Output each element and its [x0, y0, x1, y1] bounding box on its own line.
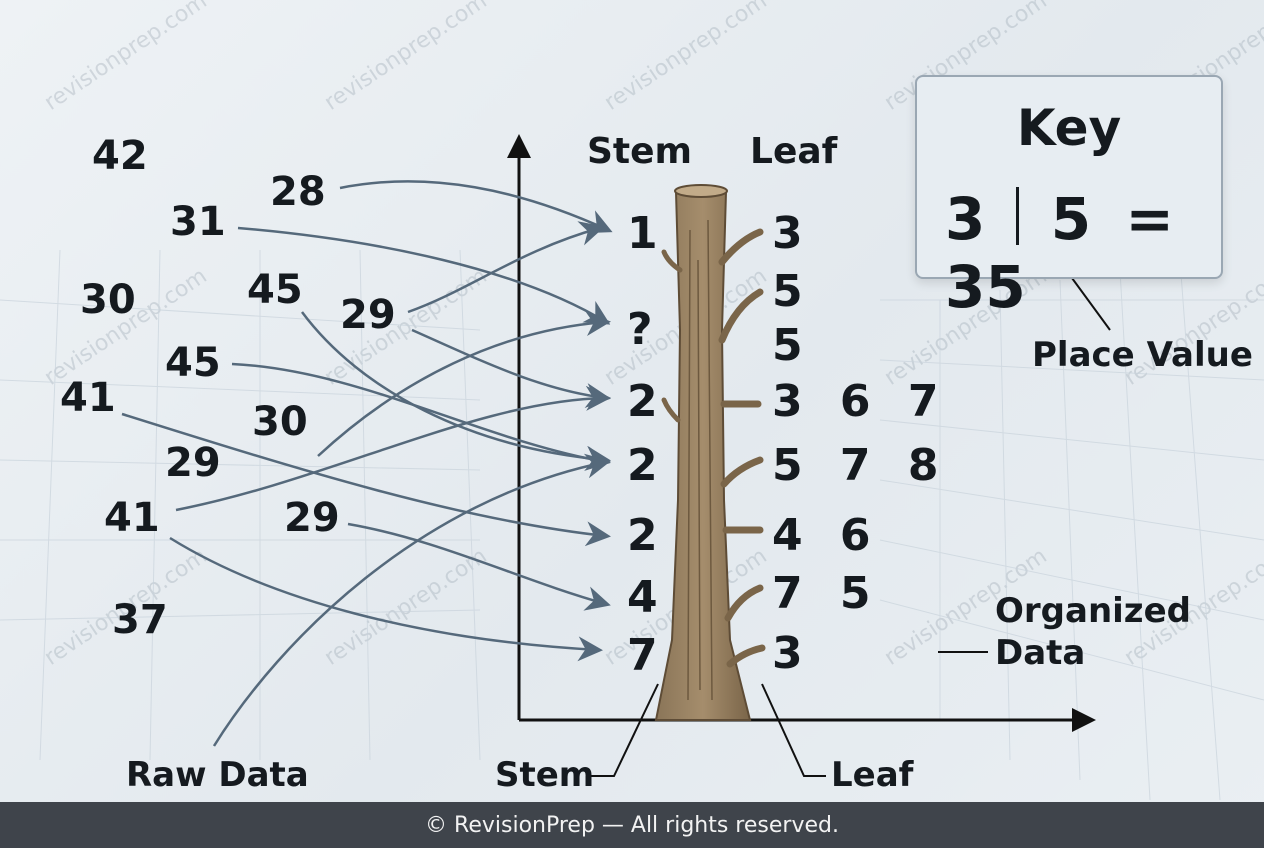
- stem-value: 4: [627, 572, 658, 623]
- leaf-value: 5 7 8: [772, 440, 939, 491]
- stem-value: ?: [627, 304, 653, 355]
- stem-value: 2: [627, 440, 658, 491]
- stem-value: 2: [627, 376, 658, 427]
- stem-value: 1: [627, 208, 658, 259]
- leaf-callout-line: [761, 683, 826, 777]
- leaf-value: 3 6 7: [772, 376, 939, 427]
- arrow: [212, 453, 611, 747]
- sorting-arrows: [121, 180, 613, 747]
- arrow: [317, 311, 611, 457]
- raw-data-value: 45: [247, 267, 303, 313]
- arrow: [121, 412, 611, 547]
- raw-data-value: 30: [252, 399, 308, 445]
- key-divider: [1015, 187, 1019, 245]
- place-value-label: Place Value: [1032, 335, 1253, 375]
- raw-data-value: 31: [170, 199, 226, 245]
- arrow: [339, 180, 613, 234]
- key-example: 3 5 = 35: [945, 185, 1221, 321]
- diagram-graphics: [0, 134, 1264, 801]
- organized-data-label-line1: Organized: [995, 591, 1191, 631]
- stem-label: Stem: [495, 755, 595, 795]
- arrow: [169, 536, 603, 662]
- leaf-value: 3: [772, 628, 803, 679]
- raw-data-value: 29: [165, 440, 221, 486]
- leaf-value: 5: [772, 266, 803, 317]
- raw-data-value: 28: [270, 169, 326, 215]
- arrow: [411, 328, 611, 408]
- raw-data-value: 41: [60, 375, 116, 421]
- background-grid: [0, 249, 1264, 801]
- stem-callout-line: [588, 683, 659, 777]
- copyright-footer: © RevisionPrep — All rights reserved.: [0, 802, 1264, 848]
- organized-data-label-line2: Data: [995, 633, 1086, 673]
- stem-column-header: Stem: [587, 131, 693, 172]
- raw-data-value: 41: [104, 495, 160, 541]
- raw-data-value: 30: [80, 277, 136, 323]
- arrow: [175, 385, 611, 512]
- raw-data-label: Raw Data: [126, 755, 309, 795]
- stem-value: 2: [627, 510, 658, 561]
- key-value: = 35: [945, 185, 1174, 321]
- tree-trunk-illustration: [654, 184, 766, 721]
- arrow: [300, 311, 611, 471]
- key-leaf: 5: [1050, 185, 1092, 253]
- leaf-value: 4 6: [772, 510, 871, 561]
- arrow: [237, 226, 611, 325]
- raw-data-value: 37: [112, 597, 168, 643]
- raw-data-value: 45: [165, 340, 221, 386]
- arrow: [231, 362, 611, 471]
- key-title: Key: [1016, 99, 1122, 157]
- leaf-value: 3: [772, 208, 803, 259]
- raw-data-value: 29: [284, 495, 340, 541]
- leaf-label: Leaf: [831, 755, 914, 795]
- stem-value: 7: [627, 630, 658, 681]
- arrow: [347, 522, 611, 611]
- key-stem: 3: [945, 185, 986, 253]
- leaf-value: 7 5: [772, 568, 871, 619]
- raw-data-value: 29: [340, 292, 396, 338]
- leaf-column-header: Leaf: [750, 131, 838, 172]
- key-box: Key 3 5 = 35: [915, 75, 1223, 321]
- arrow: [407, 221, 605, 314]
- raw-data-value: 42: [92, 133, 148, 179]
- leaf-value: 5: [772, 320, 803, 371]
- copyright-text: © RevisionPrep — All rights reserved.: [425, 812, 839, 838]
